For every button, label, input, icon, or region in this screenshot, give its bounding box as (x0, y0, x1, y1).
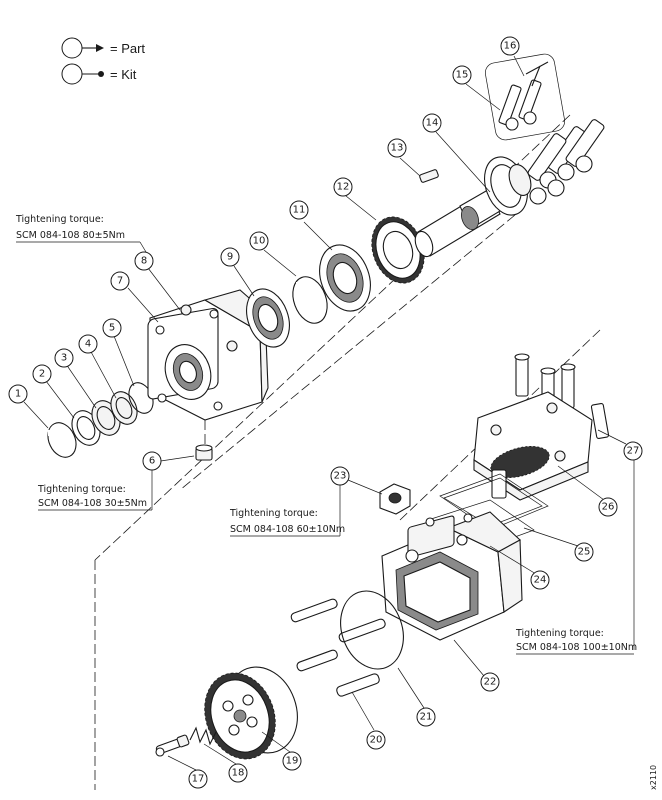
part-drive-shaft (414, 156, 532, 258)
callout-number: 24 (534, 575, 547, 586)
callout-5: 5 (102, 318, 122, 338)
callout-22: 22 (480, 672, 500, 692)
part-pins (290, 598, 386, 697)
callout-9: 9 (220, 247, 240, 267)
callout-15: 15 (452, 65, 472, 85)
torque-heading: Tightening torque: (15, 214, 104, 225)
callout-number: 8 (141, 256, 147, 267)
legend-part-label: = Part (110, 41, 145, 56)
callout-16: 16 (500, 36, 520, 56)
callout-number: 4 (85, 339, 91, 350)
callout-number: 14 (426, 118, 439, 129)
part-bearing-inner (246, 288, 290, 348)
part-ring (110, 391, 138, 425)
part-gear-set (204, 666, 298, 760)
legend-kit-label: = Kit (110, 67, 137, 82)
torque-note-plug: Tightening torque: SCM 084-108 30±5Nm (37, 470, 153, 511)
callout-number: 11 (293, 205, 306, 216)
part-flange-housing (147, 289, 269, 445)
callout-18: 18 (228, 763, 248, 783)
callout-number: 19 (286, 756, 299, 767)
callout-25: 25 (574, 542, 594, 562)
part-bearing-outer (319, 244, 371, 312)
torque-value: SCM 084-108 100±10Nm (516, 642, 637, 653)
callout-20: 20 (366, 730, 386, 750)
callout-number: 13 (391, 143, 404, 154)
torque-heading: Tightening torque: (229, 508, 318, 519)
callout-17: 17 (188, 769, 208, 789)
callout-6: 6 (142, 451, 162, 471)
callout-number: 17 (192, 774, 205, 785)
callout-10: 10 (249, 231, 269, 251)
torque-value: SCM 084-108 80±5Nm (16, 230, 125, 241)
callout-19: 19 (282, 751, 302, 771)
callout-23: 23 (330, 466, 350, 486)
callout-number: 6 (149, 456, 155, 467)
callout-7: 7 (110, 271, 130, 291)
torque-heading: Tightening torque: (515, 628, 604, 639)
callout-number: 12 (337, 182, 350, 193)
drawing-code: x2110 (649, 765, 658, 790)
part-o-ring-large (340, 590, 404, 670)
torque-note-bolts: Tightening torque: SCM 084-108 100±10Nm (515, 628, 637, 655)
callout-21: 21 (416, 707, 436, 727)
callout-number: 18 (232, 768, 245, 779)
callout-number: 15 (456, 70, 469, 81)
callout-number: 3 (61, 353, 67, 364)
assembly-axes (94, 114, 601, 790)
callout-4: 4 (78, 334, 98, 354)
callout-24: 24 (530, 570, 550, 590)
callout-number: 23 (334, 471, 347, 482)
part-key (419, 169, 439, 183)
legend-part-symbol (61, 37, 104, 59)
part-screw-kit (484, 53, 566, 141)
part-end-cover (473, 391, 593, 501)
callout-number: 1 (15, 389, 21, 400)
torque-value: SCM 084-108 30±5Nm (38, 498, 147, 509)
callout-11: 11 (289, 200, 309, 220)
legend-kit-symbol (61, 63, 104, 85)
callout-number: 9 (227, 252, 233, 263)
legend: = Part = Kit (61, 37, 145, 85)
part-spring (189, 726, 217, 746)
callout-12: 12 (333, 177, 353, 197)
part-circlip (47, 422, 77, 458)
torque-heading: Tightening torque: (37, 484, 126, 495)
callout-14: 14 (422, 113, 442, 133)
callout-number: 7 (117, 276, 123, 287)
part-retaining-ring (292, 276, 328, 324)
part-plug (195, 444, 213, 461)
torque-value: SCM 084-108 60±10Nm (230, 524, 345, 535)
part-bolt-kit (527, 119, 605, 205)
callout-number: 27 (627, 446, 640, 457)
callout-3: 3 (54, 348, 74, 368)
part-check-valve (155, 734, 190, 757)
part-nut (379, 483, 411, 515)
callout-number: 5 (109, 323, 115, 334)
callout-number: 21 (420, 712, 433, 723)
callout-2: 2 (32, 364, 52, 384)
callout-number: 20 (370, 735, 383, 746)
callout-number: 25 (578, 547, 591, 558)
callout-number: 22 (484, 677, 497, 688)
torque-note-nut: Tightening torque: SCM 084-108 60±10Nm (229, 485, 345, 537)
callout-number: 16 (504, 41, 517, 52)
part-motor-housing (381, 511, 523, 641)
callout-number: 2 (39, 369, 45, 380)
callout-13: 13 (387, 138, 407, 158)
callout-number: 26 (602, 502, 615, 513)
part-gear-ring (371, 216, 425, 284)
callout-27: 27 (623, 441, 643, 461)
torque-note-flange: Tightening torque: SCM 084-108 80±5Nm (15, 214, 147, 253)
callout-26: 26 (598, 497, 618, 517)
callout-8: 8 (134, 251, 154, 271)
callout-number: 10 (253, 236, 266, 247)
callout-1: 1 (8, 384, 28, 404)
